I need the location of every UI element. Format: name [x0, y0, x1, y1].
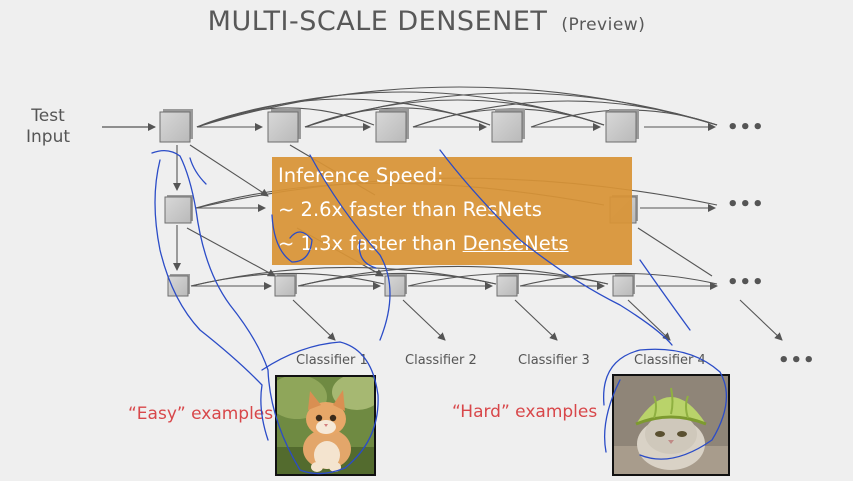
easy-example-image	[275, 375, 376, 476]
classifier-arrows	[292, 299, 783, 341]
classifier-1-label: Classifier 1	[296, 353, 368, 368]
test-input-line2: Input	[26, 127, 71, 147]
block-r2-c1	[164, 195, 193, 224]
melon-cat-image	[614, 376, 728, 474]
classifier-2-label: Classifier 2	[405, 353, 477, 368]
ellipsis-row3: •••	[727, 272, 765, 293]
test-input-label: Test Input	[26, 106, 70, 148]
block-r1-c2	[267, 109, 301, 143]
block-r3-c1	[167, 274, 190, 297]
overlay-line-3-densenets: DenseNets	[462, 232, 569, 255]
block-r1-c3	[375, 109, 409, 143]
row1-connections	[196, 86, 718, 131]
row1-blocks	[159, 109, 639, 143]
hard-examples-label: “Hard” examples	[452, 402, 598, 422]
classifier-4-label: Classifier 4	[634, 353, 706, 368]
hard-example-image	[612, 374, 730, 476]
block-r3-c3	[384, 274, 407, 297]
kitten-image	[277, 377, 374, 474]
block-r3-c4	[496, 274, 519, 297]
classifier-3-label: Classifier 3	[518, 353, 590, 368]
overlay-line-2: ~ 2.6x faster than ResNets	[278, 198, 542, 221]
block-r1-c1	[159, 109, 193, 143]
overlay-line-1: Inference Speed:	[278, 164, 444, 187]
block-r3-c5	[612, 274, 635, 297]
ellipsis-classifiers: •••	[778, 350, 816, 371]
title-text: MULTI-SCALE DENSENET	[207, 6, 548, 37]
overlay-line-3: ~ 1.3x faster than DenseNets	[278, 232, 569, 255]
row3-connections	[190, 265, 718, 290]
block-r3-c2	[274, 274, 297, 297]
easy-examples-label: “Easy” examples	[128, 404, 274, 424]
block-r1-c5	[605, 109, 639, 143]
slide-title: MULTI-SCALE DENSENET (Preview)	[0, 6, 853, 37]
test-input-line1: Test	[31, 106, 65, 126]
ellipsis-row1: •••	[727, 117, 765, 138]
block-r1-c4	[491, 109, 525, 143]
ellipsis-row2: •••	[727, 194, 765, 215]
title-subtitle: (Preview)	[561, 15, 646, 35]
overlay-line-3-prefix: ~ 1.3x faster than	[278, 232, 463, 255]
